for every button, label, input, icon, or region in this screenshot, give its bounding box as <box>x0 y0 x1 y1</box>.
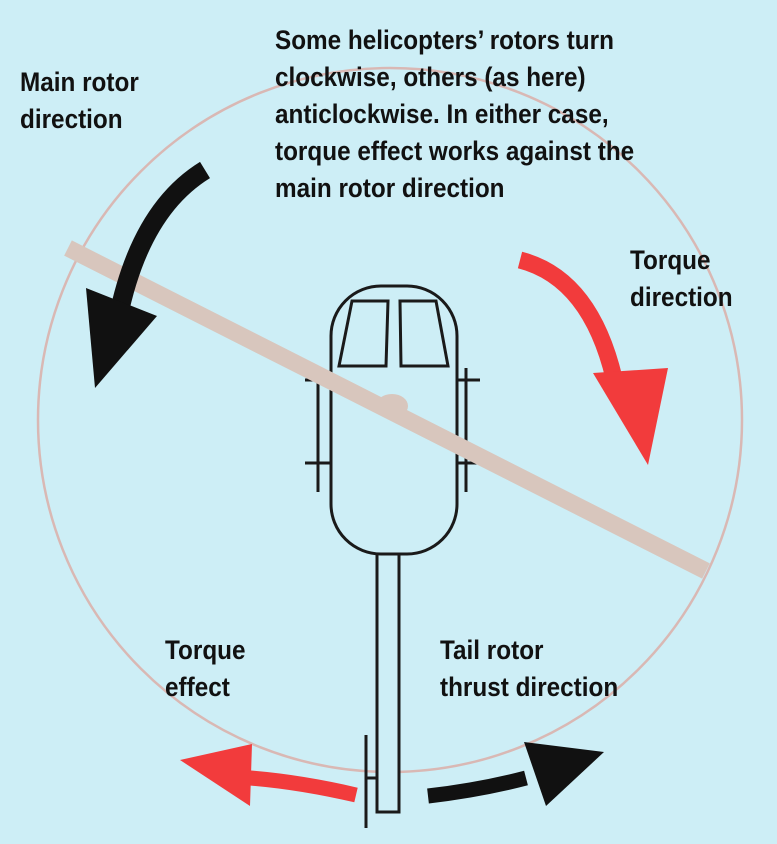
tail-boom <box>375 548 401 814</box>
left-cockpit-window <box>337 299 390 368</box>
torque-direction-label-line: direction <box>630 282 733 312</box>
tail-rotor-thrust-label-line: Tail rotor <box>440 635 544 665</box>
torque-direction-arrow-shaft <box>517 251 623 380</box>
note-line: torque effect works against the <box>275 136 635 166</box>
note-line: Some helicopters’ rotors turn <box>275 25 614 55</box>
torque-direction-arrowhead <box>593 368 668 465</box>
tail-thrust-arrow-shaft <box>427 770 528 804</box>
torque-effect-arrowhead <box>180 744 252 806</box>
main-rotor-arrowhead <box>86 288 157 388</box>
torque-effect-label-line: Torque <box>165 635 246 665</box>
tail-rotor-thrust-label: Tail rotor thrust direction <box>440 632 618 706</box>
tail-thrust-arrowhead <box>524 742 604 806</box>
torque-direction-label-line: Torque <box>630 245 711 275</box>
main-rotor-label: Main rotor direction <box>20 64 139 138</box>
note-line: anticlockwise. In either case, <box>275 99 609 129</box>
right-cockpit-window <box>398 299 450 368</box>
torque-effect-arrow-shaft <box>249 770 358 803</box>
note-line: main rotor direction <box>275 173 505 203</box>
main-rotor-arrow-shaft <box>108 161 211 320</box>
torque-direction-label: Torque direction <box>630 242 733 316</box>
note-line: clockwise, others (as here) <box>275 62 586 92</box>
tail-rotor-thrust-label-line: thrust direction <box>440 672 619 702</box>
explanation-note: Some helicopters’ rotors turn clockwise,… <box>275 22 634 207</box>
torque-effect-label: Torque effect <box>165 632 246 706</box>
main-rotor-label-line: direction <box>20 104 123 134</box>
torque-effect-label-line: effect <box>165 672 230 702</box>
main-rotor-label-line: Main rotor <box>20 67 139 97</box>
rotor-hub <box>376 394 408 418</box>
